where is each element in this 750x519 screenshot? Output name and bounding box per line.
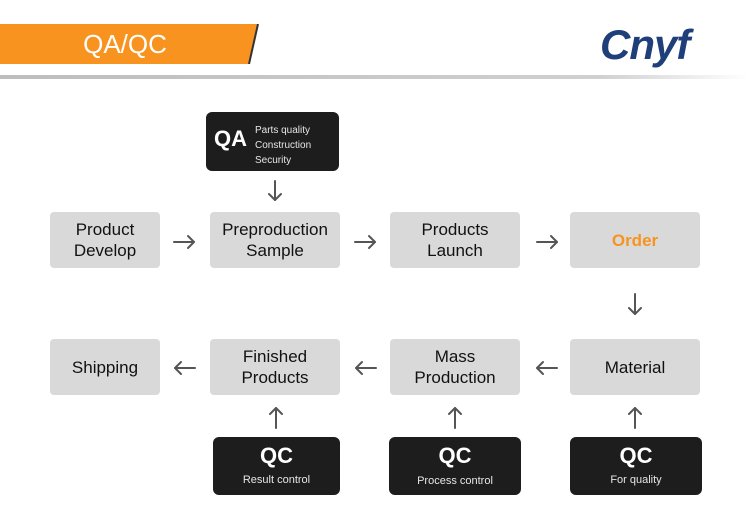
qa-detail-security: Security bbox=[255, 155, 292, 166]
arrow-down-icon bbox=[628, 293, 642, 315]
step-mass-production: Mass Production bbox=[390, 339, 520, 395]
step-preproduction-sample: Preproduction Sample bbox=[210, 212, 340, 268]
qc-badge-process-sub: Process control bbox=[417, 475, 493, 487]
arrow-right-icon bbox=[354, 235, 376, 249]
step-shipping: Shipping bbox=[50, 339, 160, 395]
step-material-label: Material bbox=[604, 357, 666, 377]
qc-badge-process-title: QC bbox=[438, 443, 472, 468]
step-finished-products: Finished Products bbox=[210, 339, 340, 395]
qc-badge-result-title: QC bbox=[260, 443, 293, 468]
qa-badge-title: QA bbox=[214, 126, 247, 151]
arrow-up-icon bbox=[269, 407, 283, 429]
qc-badge-quality-sub: For quality bbox=[610, 474, 662, 486]
step-order: Order bbox=[570, 212, 700, 268]
qc-badge-result: QC Result control bbox=[213, 437, 340, 495]
qc-badge-result-sub: Result control bbox=[242, 474, 311, 486]
step-mass-production-label: Mass Production bbox=[414, 347, 496, 387]
step-finished-products-label: Finished Products bbox=[241, 347, 309, 387]
arrow-left-icon bbox=[174, 361, 196, 375]
header-banner-shape bbox=[0, 24, 259, 64]
qc-badge-quality-title: QC bbox=[619, 443, 653, 468]
header-banner bbox=[0, 24, 262, 64]
arrow-up-icon bbox=[448, 407, 462, 429]
qa-badge-details: Parts quality Construction Security bbox=[255, 123, 311, 168]
arrow-left-icon bbox=[355, 361, 377, 375]
arrow-left-icon bbox=[536, 361, 558, 375]
step-material: Material bbox=[570, 339, 700, 395]
step-product-develop-label: Product Develop bbox=[73, 220, 137, 260]
step-shipping-label: Shipping bbox=[71, 357, 139, 377]
arrow-right-icon bbox=[173, 235, 195, 249]
step-product-develop: Product Develop bbox=[50, 212, 160, 268]
brand-logo: Cnyf bbox=[600, 21, 690, 68]
step-products-launch-label: Products Launch bbox=[421, 220, 489, 260]
header-divider bbox=[0, 75, 750, 79]
qc-badge-quality: QC For quality bbox=[570, 437, 702, 495]
page-title: QA/QC bbox=[83, 29, 167, 59]
qa-badge: QA Parts quality Construction Security bbox=[206, 112, 339, 171]
step-products-launch: Products Launch bbox=[390, 212, 520, 268]
qa-detail-parts-quality: Parts quality bbox=[255, 125, 311, 136]
qa-detail-construction: Construction bbox=[255, 140, 312, 151]
arrow-up-icon bbox=[628, 407, 642, 429]
arrow-right-icon bbox=[536, 235, 558, 249]
arrow-down-icon bbox=[268, 180, 282, 201]
step-preproduction-sample-label: Preproduction Sample bbox=[222, 220, 328, 260]
qc-badge-process: QC Process control bbox=[389, 437, 521, 495]
step-order-label: Order bbox=[611, 230, 659, 250]
